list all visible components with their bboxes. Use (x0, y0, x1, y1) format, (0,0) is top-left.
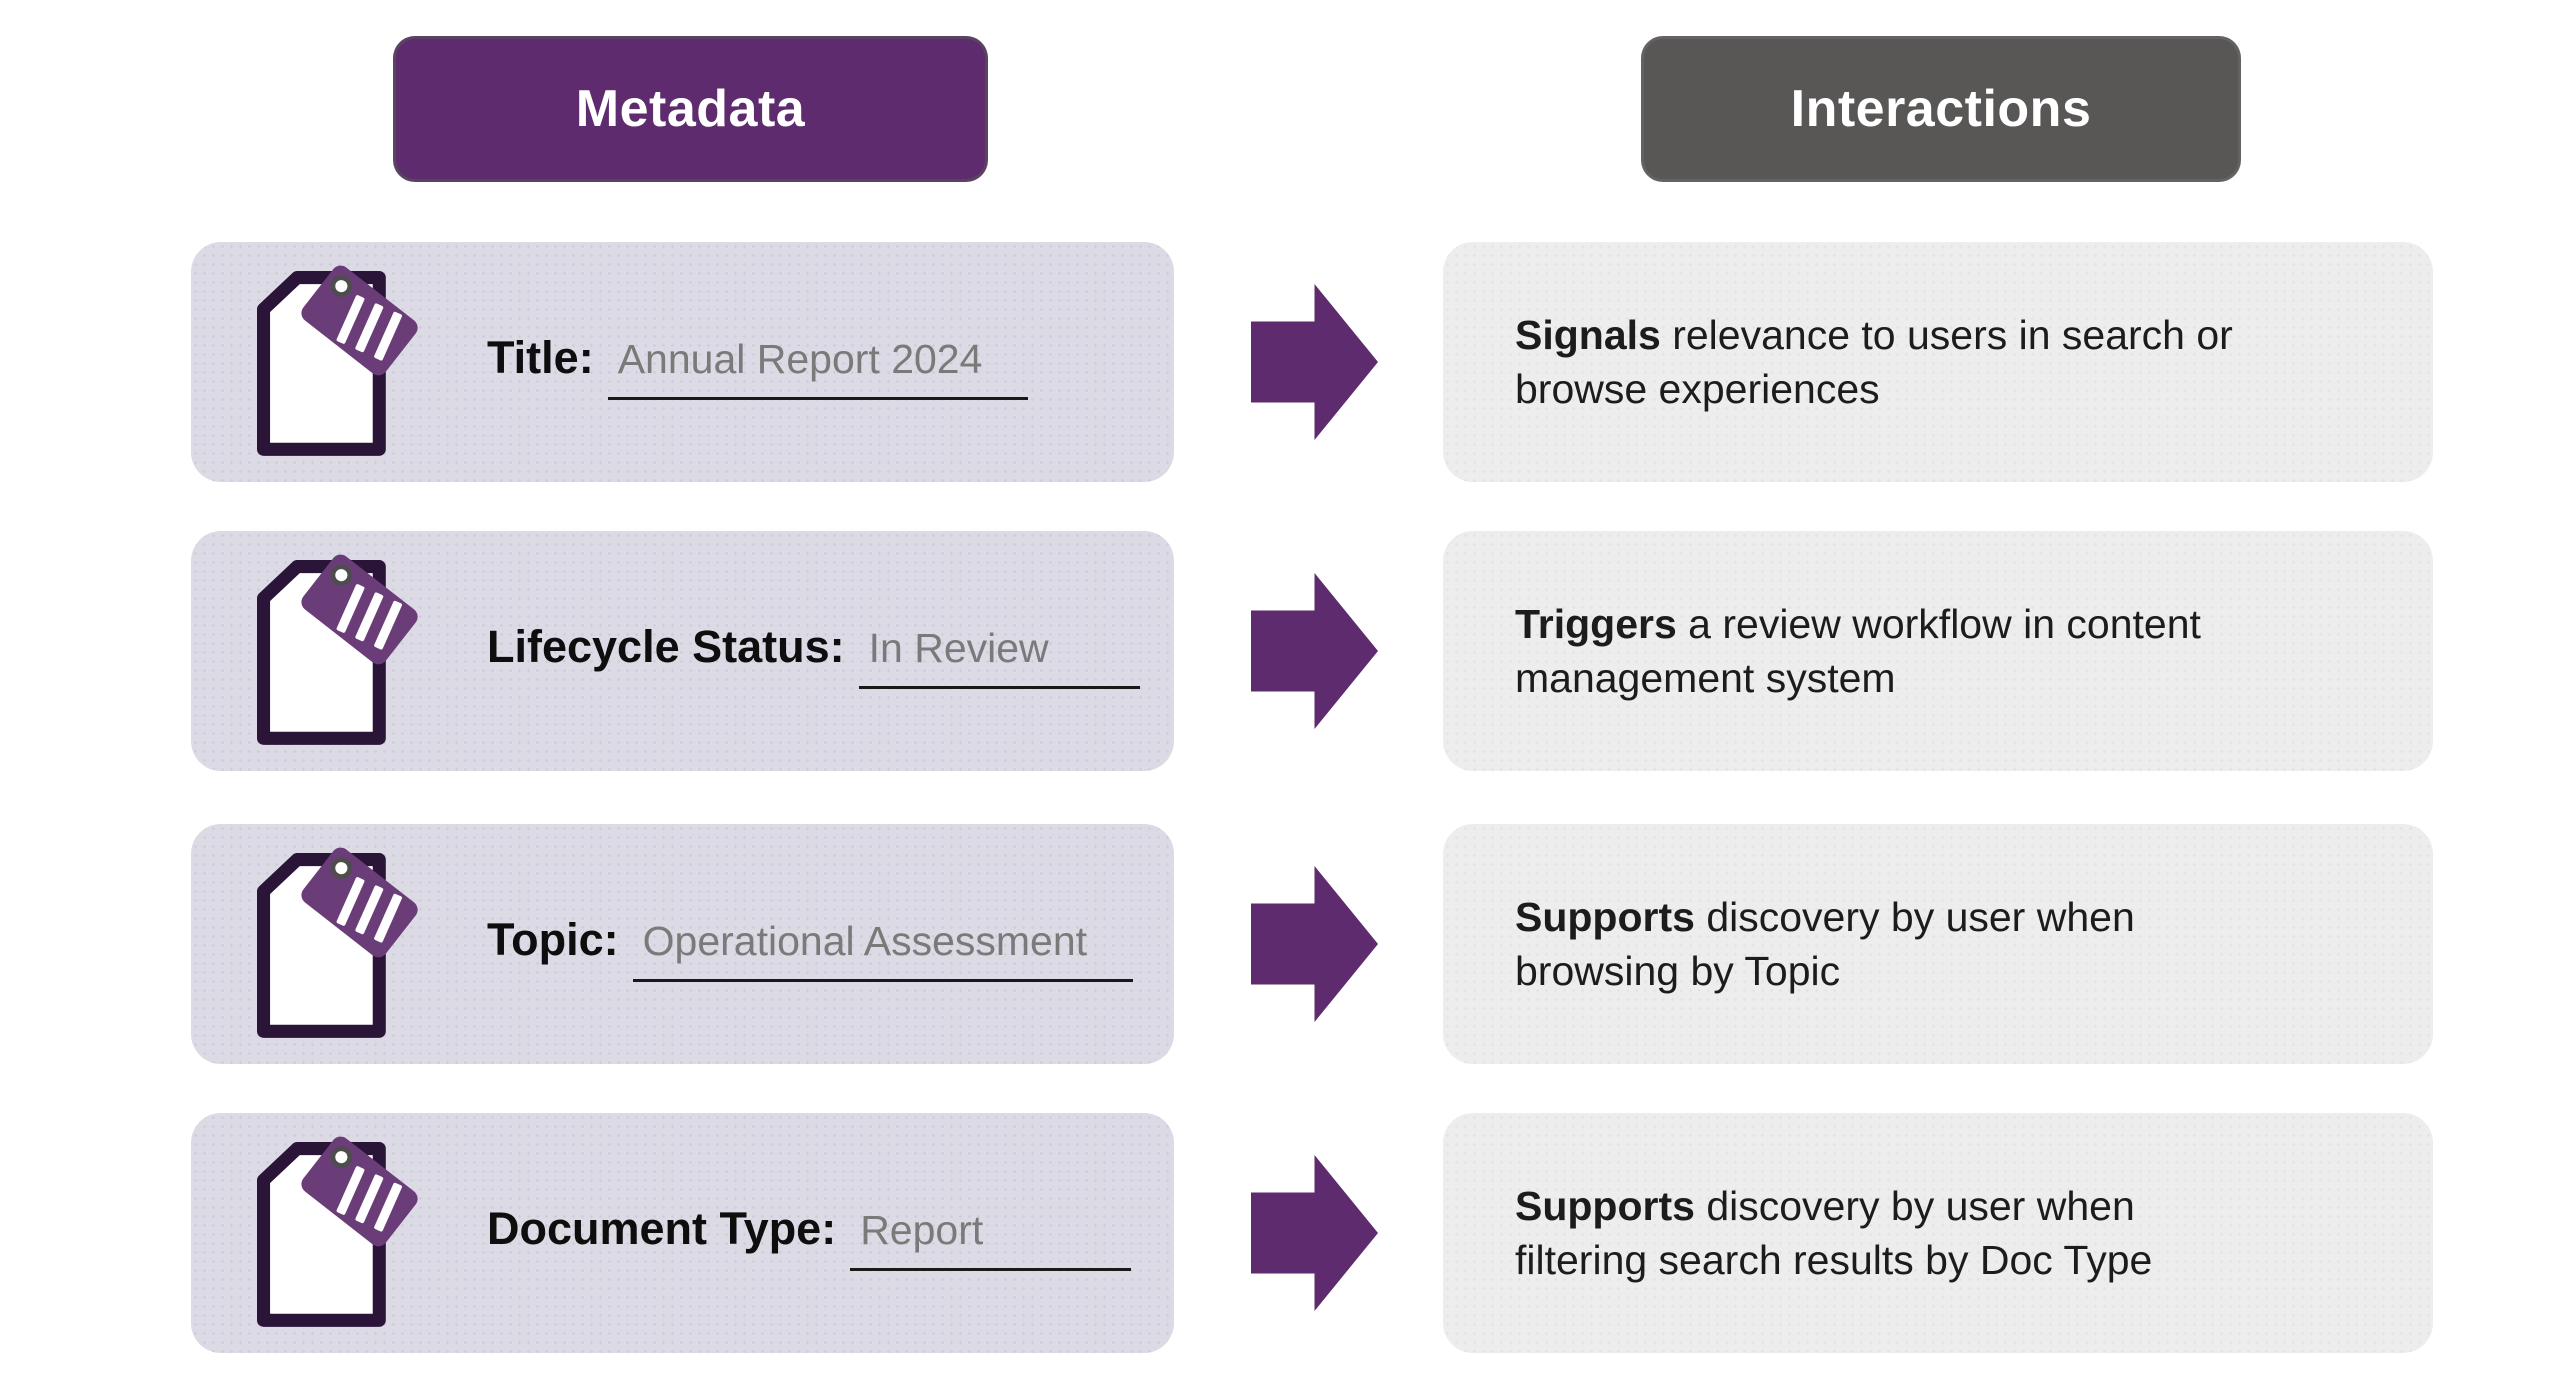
metadata-card: Topic: Operational Assessment (191, 824, 1174, 1064)
interaction-keyword: Triggers (1515, 600, 1677, 647)
metadata-field-value: Annual Report 2024 (607, 336, 1029, 400)
metadata-field-label: Title: (487, 332, 594, 383)
diagram-row: Topic: Operational Assessment Supports d… (0, 824, 2560, 1064)
metadata-header-label: Metadata (575, 80, 806, 138)
metadata-field-value: In Review (858, 625, 1140, 689)
metadata-field: Title: Annual Report 2024 (487, 332, 1029, 400)
metadata-card: Title: Annual Report 2024 (191, 242, 1174, 482)
interaction-description: Triggers a review workflow in content ma… (1515, 600, 2201, 701)
metadata-column-header: Metadata (393, 36, 988, 182)
right-arrow-icon (1251, 1155, 1378, 1311)
interaction-card: Supports discovery by user when browsing… (1443, 824, 2433, 1064)
document-with-tag-icon (257, 1136, 418, 1327)
document-with-tag-icon (257, 554, 418, 745)
metadata-field-value: Operational Assessment (632, 918, 1134, 982)
interaction-card: Triggers a review workflow in content ma… (1443, 531, 2433, 771)
right-arrow-icon (1251, 284, 1378, 440)
interaction-keyword: Signals (1515, 311, 1661, 358)
interaction-description: Supports discovery by user when browsing… (1515, 893, 2135, 994)
interaction-description: Signals relevance to users in search or … (1515, 311, 2233, 412)
interaction-keyword: Supports (1515, 893, 1695, 940)
right-arrow-icon (1251, 866, 1378, 1022)
right-arrow-icon (1251, 573, 1378, 729)
interaction-keyword: Supports (1515, 1182, 1695, 1229)
metadata-field: Lifecycle Status: In Review (487, 621, 1140, 689)
metadata-field-label: Lifecycle Status: (487, 621, 845, 672)
metadata-card: Document Type: Report (191, 1113, 1174, 1353)
interactions-header-label: Interactions (1790, 80, 2092, 138)
metadata-field-label: Topic: (487, 914, 619, 965)
metadata-card: Lifecycle Status: In Review (191, 531, 1174, 771)
metadata-field: Document Type: Report (487, 1203, 1132, 1271)
metadata-field-value: Report (850, 1207, 1132, 1271)
diagram-row: Lifecycle Status: In Review Triggers a r… (0, 531, 2560, 771)
document-with-tag-icon (257, 847, 418, 1038)
diagram-row: Title: Annual Report 2024 Signals releva… (0, 242, 2560, 482)
interaction-description: Supports discovery by user when filterin… (1515, 1182, 2153, 1283)
interaction-card: Signals relevance to users in search or … (1443, 242, 2433, 482)
metadata-field-label: Document Type: (487, 1203, 837, 1254)
metadata-field: Topic: Operational Assessment (487, 914, 1134, 982)
diagram-row: Document Type: Report Supports discovery… (0, 1113, 2560, 1353)
document-with-tag-icon (257, 265, 418, 456)
interactions-column-header: Interactions (1641, 36, 2241, 182)
interaction-card: Supports discovery by user when filterin… (1443, 1113, 2433, 1353)
